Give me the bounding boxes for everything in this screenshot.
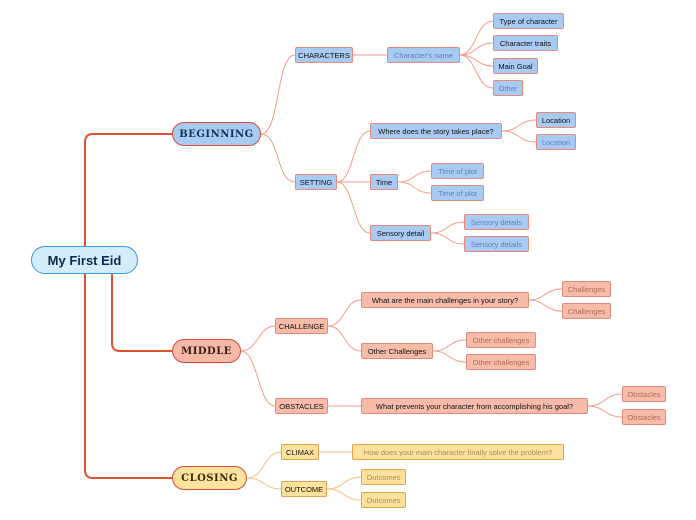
main-challenges-topic[interactable]: What are the main challenges in your sto… bbox=[361, 292, 529, 308]
sensory-details-item-2[interactable]: Sensory details bbox=[464, 236, 529, 252]
beginning-topic[interactable]: BEGINNING bbox=[172, 122, 261, 146]
main-goal-item[interactable]: Main Goal bbox=[493, 58, 538, 74]
connector-name-item4 bbox=[459, 54, 494, 89]
obstacles-item-1[interactable]: Obstacles bbox=[622, 386, 666, 402]
connector-challenge-main bbox=[327, 299, 362, 327]
challenges-item-1[interactable]: Challenges bbox=[562, 281, 611, 297]
connector-where-loc2 bbox=[501, 130, 537, 143]
connector-other-c2 bbox=[432, 350, 467, 363]
connector-main-c1 bbox=[528, 288, 563, 301]
connector-prevents-o2 bbox=[587, 405, 623, 418]
connector-where-loc1 bbox=[501, 119, 537, 132]
time-topic[interactable]: Time bbox=[370, 174, 398, 190]
obstacles-topic[interactable]: OBSTACLES bbox=[275, 398, 328, 414]
connector-outcome-o1 bbox=[326, 476, 362, 490]
connector-name-item2 bbox=[459, 42, 494, 56]
other-challenges-item-2[interactable]: Other challenges bbox=[466, 354, 536, 370]
root-topic[interactable]: My First Eid bbox=[31, 246, 138, 274]
other-challenges-item-1[interactable]: Other challenges bbox=[466, 332, 536, 348]
prevents-goal-topic[interactable]: What prevents your character from accomp… bbox=[361, 398, 588, 414]
outcomes-item-2[interactable]: Outcomes bbox=[361, 492, 406, 508]
other-challenges-topic[interactable]: Other Challenges bbox=[361, 343, 433, 359]
connector-closing-outcome bbox=[246, 477, 282, 490]
middle-topic[interactable]: MIDDLE bbox=[172, 339, 241, 363]
setting-topic[interactable]: SETTING bbox=[295, 174, 337, 190]
time-plot-item-1[interactable]: Time of plot bbox=[431, 163, 484, 179]
connector-root-middle bbox=[111, 273, 172, 352]
outcomes-item-1[interactable]: Outcomes bbox=[361, 469, 406, 485]
connector-challenge-other bbox=[327, 325, 362, 352]
connector-setting-sensory bbox=[336, 181, 371, 234]
connector-closing-climax bbox=[246, 451, 282, 479]
sensory-details-item-1[interactable]: Sensory details bbox=[464, 214, 529, 230]
connector-other-c1 bbox=[432, 339, 467, 352]
connector-time-plot2 bbox=[397, 181, 432, 194]
time-plot-item-2[interactable]: Time of plot bbox=[431, 185, 484, 201]
character-type-item[interactable]: Type of character bbox=[493, 13, 564, 29]
climax-topic[interactable]: CLIMAX bbox=[281, 444, 319, 460]
characters-topic[interactable]: CHARACTERS bbox=[295, 47, 353, 63]
connector-name-item1 bbox=[459, 20, 494, 56]
obstacles-item-2[interactable]: Obstacles bbox=[622, 409, 666, 425]
closing-topic[interactable]: CLOSING bbox=[172, 466, 247, 490]
outcome-topic[interactable]: OUTCOME bbox=[281, 481, 327, 497]
connector-root-closing bbox=[84, 273, 172, 479]
connector-sensory-d1 bbox=[430, 221, 465, 234]
connector-prevents-o1 bbox=[587, 393, 623, 407]
connector-middle-obstacles bbox=[240, 350, 276, 407]
location-item-1[interactable]: Location bbox=[536, 112, 576, 128]
other-item[interactable]: Other bbox=[493, 80, 523, 96]
connector-setting-where bbox=[336, 130, 371, 183]
connector-sensory-d2 bbox=[430, 232, 465, 245]
connector-beginning-setting bbox=[260, 133, 296, 183]
climax-question-topic[interactable]: How does your main character finally sol… bbox=[352, 444, 564, 460]
location-item-2[interactable]: Location bbox=[536, 134, 576, 150]
connector-main-c2 bbox=[528, 299, 563, 312]
sensory-detail-topic[interactable]: Sensory detail bbox=[370, 225, 431, 241]
character-traits-item[interactable]: Character traits bbox=[493, 35, 558, 51]
challenges-item-2[interactable]: Challenges bbox=[562, 303, 611, 319]
where-topic[interactable]: Where does the story takes place? bbox=[370, 123, 502, 139]
challenge-topic[interactable]: CHALLENGE bbox=[275, 318, 328, 334]
connector-time-plot1 bbox=[397, 170, 432, 183]
connector-beginning-characters bbox=[260, 54, 296, 135]
connector-root-beginning bbox=[84, 133, 172, 247]
character-name-topic[interactable]: Character's name bbox=[387, 47, 460, 63]
connector-outcome-o2 bbox=[326, 488, 362, 501]
connector-middle-challenge bbox=[240, 325, 276, 352]
